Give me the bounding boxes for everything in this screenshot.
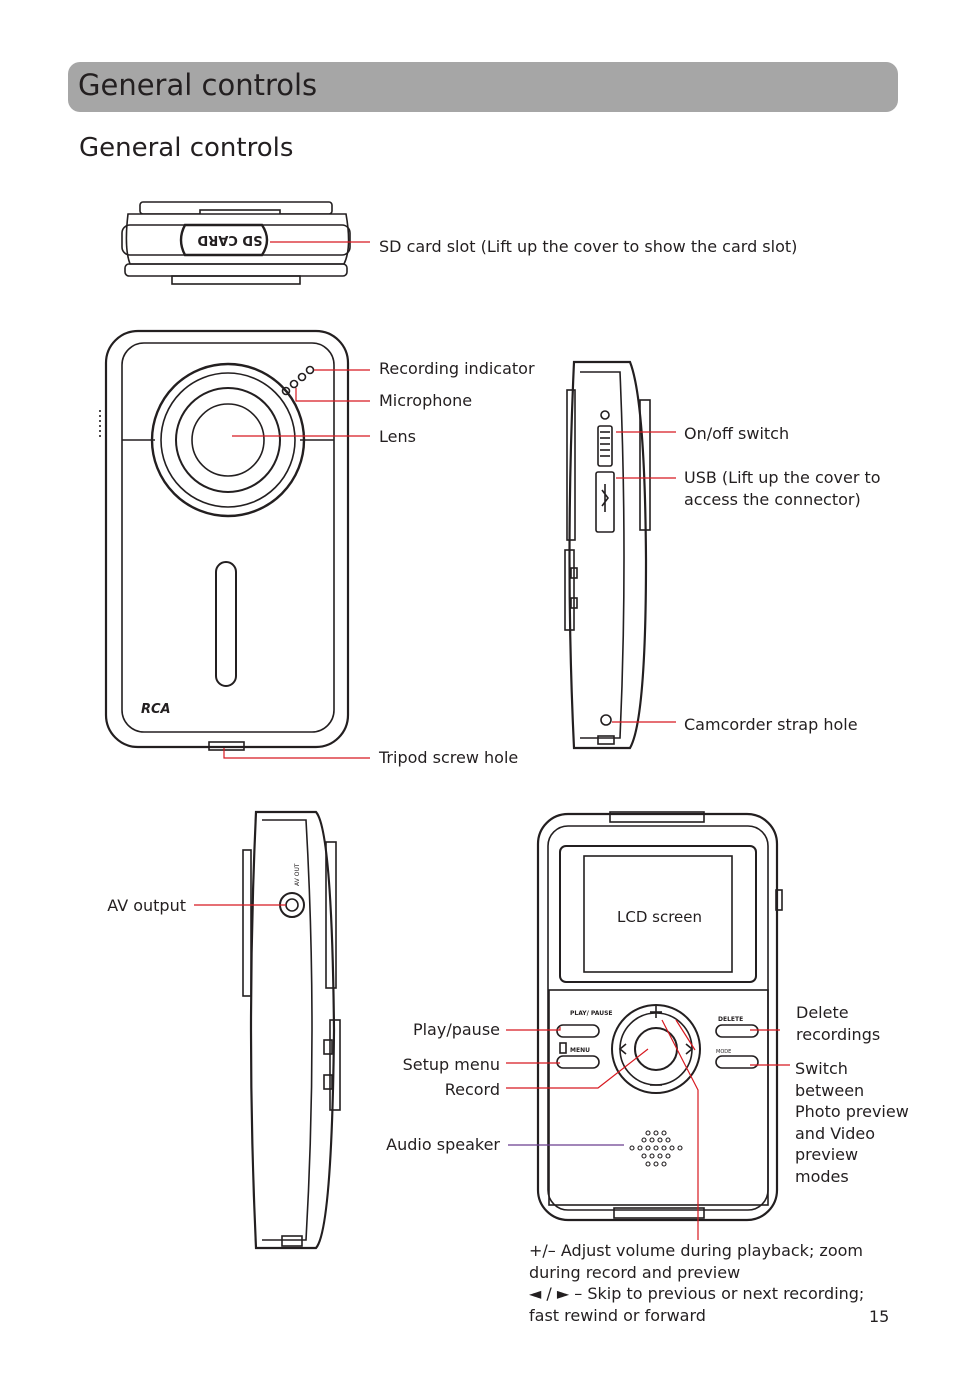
camcorder-back-view: PLAY/ PAUSE MENU DELETE MODE xyxy=(536,811,783,1222)
speaker-grille xyxy=(629,1130,683,1167)
callout-skip: ◄ / ► – Skip to previous or next recordi… xyxy=(529,1284,865,1325)
callout-volume: +/– Adjust volume during playback; zoom … xyxy=(529,1241,863,1282)
callout-audio-speaker: Audio speaker xyxy=(386,1135,500,1154)
rca-logo: RCA xyxy=(141,702,171,717)
lcd-screen-label: LCD screen xyxy=(617,908,703,926)
section-title: General controls xyxy=(79,133,294,163)
banner-title: General controls xyxy=(78,68,318,102)
callout-sd-card-slot: SD card slot (Lift up the cover to show … xyxy=(379,237,798,256)
leader-lines xyxy=(194,241,790,1240)
menu-print: MENU xyxy=(570,1047,590,1054)
callout-delete-recordings: Delete recordings xyxy=(796,1003,881,1044)
delete-print: DELETE xyxy=(718,1016,743,1023)
camcorder-top-view: SD CARD xyxy=(121,201,351,285)
callout-tripod-screw-hole: Tripod screw hole xyxy=(379,748,519,767)
av-out-print: AV OUT xyxy=(294,863,301,886)
callout-microphone: Microphone xyxy=(379,391,473,410)
camcorder-front-view: RCA xyxy=(99,329,350,751)
page-number: 15 xyxy=(869,1307,890,1326)
callout-switch-modes: Switch between Photo preview and Video p… xyxy=(795,1059,909,1186)
mode-print: MODE xyxy=(716,1049,731,1055)
callout-play-pause: Play/pause xyxy=(412,1020,500,1039)
callout-on-off-switch: On/off switch xyxy=(684,424,790,443)
callout-recording-indicator: Recording indicator xyxy=(379,359,535,378)
sd-card-print: SD CARD xyxy=(197,232,262,247)
play-pause-print: PLAY/ PAUSE xyxy=(570,1010,613,1017)
callout-lens: Lens xyxy=(379,427,416,446)
callout-usb: USB (Lift up the cover to access the con… xyxy=(684,468,881,509)
header-banner: General controls xyxy=(68,62,898,112)
callout-setup-menu: Setup menu xyxy=(402,1055,500,1074)
camcorder-side-view-av: AV OUT xyxy=(242,810,341,1250)
callout-strap-hole: Camcorder strap hole xyxy=(684,715,858,734)
callout-record: Record xyxy=(444,1080,500,1099)
camcorder-side-view xyxy=(564,360,651,750)
callout-av-output: AV output xyxy=(107,896,186,915)
